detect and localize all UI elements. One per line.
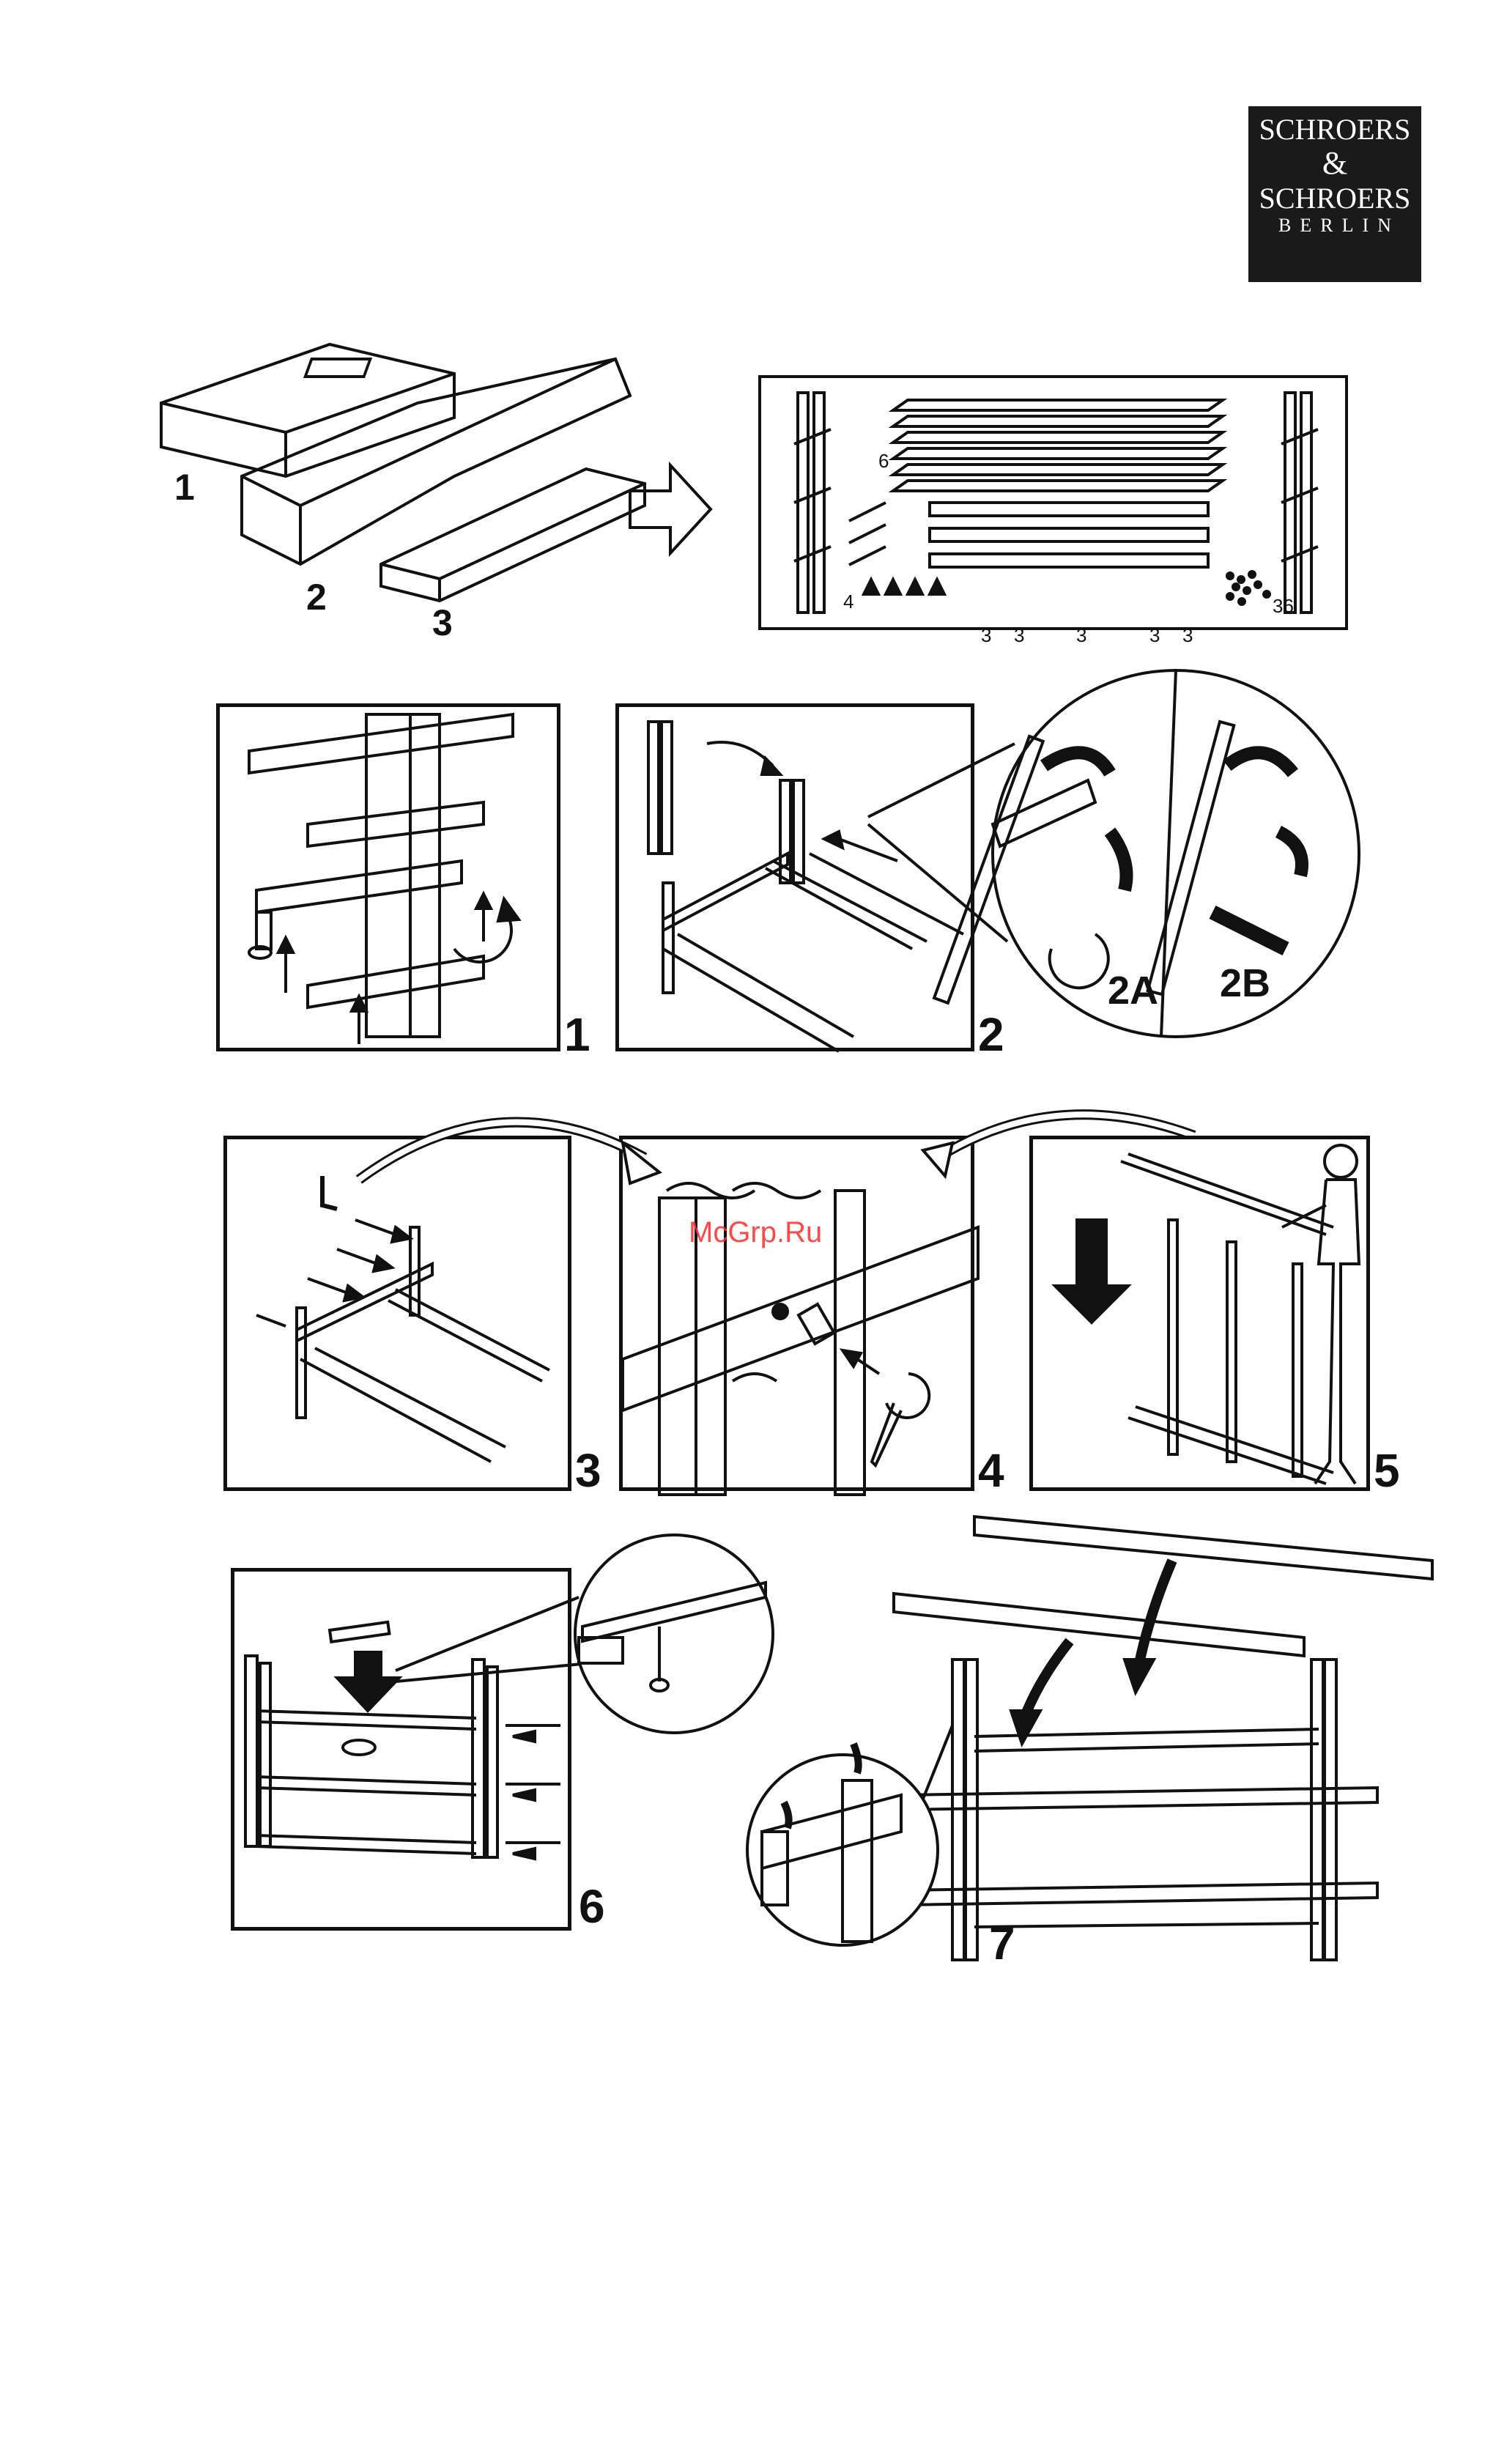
brand-line-2: & [1248, 147, 1421, 180]
screw-count-5: 3 [1182, 626, 1193, 645]
step-1-number: 1 [564, 1011, 590, 1058]
package-label-3: 3 [432, 604, 453, 641]
step-7-drawing [733, 1509, 1436, 1964]
step-2-drawing [619, 707, 978, 1055]
watermark: McGrp.Ru [689, 1216, 822, 1249]
step-7-number: 7 [989, 1920, 1015, 1967]
step-2a-label: 2A [1108, 971, 1158, 1010]
shelf-count: 6 [878, 451, 889, 470]
step-4-number: 4 [978, 1447, 1004, 1494]
step-2b-label: 2B [1220, 963, 1270, 1003]
step-1-panel [216, 703, 560, 1051]
step-2-panel [615, 703, 974, 1051]
package-label-1: 1 [174, 469, 195, 506]
step-5-number: 5 [1374, 1447, 1400, 1494]
step-5-panel [1029, 1136, 1370, 1491]
curved-arrow-3-to-4-icon [352, 1092, 681, 1202]
packages-illustration [147, 330, 659, 608]
brand-line-3: SCHROERS [1248, 184, 1421, 213]
screw-count-4: 3 [1149, 626, 1160, 645]
small-parts-count: 36 [1273, 596, 1294, 615]
brand-logo: SCHROERS & SCHROERS BERLIN [1248, 106, 1421, 282]
screw-count-2: 3 [1014, 626, 1024, 645]
step-6-detail-circle [396, 1524, 777, 1736]
screw-count-1: 3 [981, 626, 991, 645]
foot-count: 4 [843, 592, 853, 611]
brand-line-1: SCHROERS [1248, 115, 1421, 144]
step-1-drawing [220, 707, 564, 1055]
brand-line-4: BERLIN [1248, 216, 1421, 235]
parts-overview-panel: 6 4 3 3 3 3 3 36 [758, 375, 1348, 630]
arrow-right-icon [626, 462, 714, 557]
step-5-drawing [1033, 1139, 1374, 1495]
step-2-detail-circle [985, 663, 1366, 1044]
package-label-2: 2 [306, 579, 327, 615]
step-6-number: 6 [579, 1883, 605, 1930]
step-3-number: 3 [575, 1447, 601, 1494]
screw-count-3: 3 [1076, 626, 1086, 645]
